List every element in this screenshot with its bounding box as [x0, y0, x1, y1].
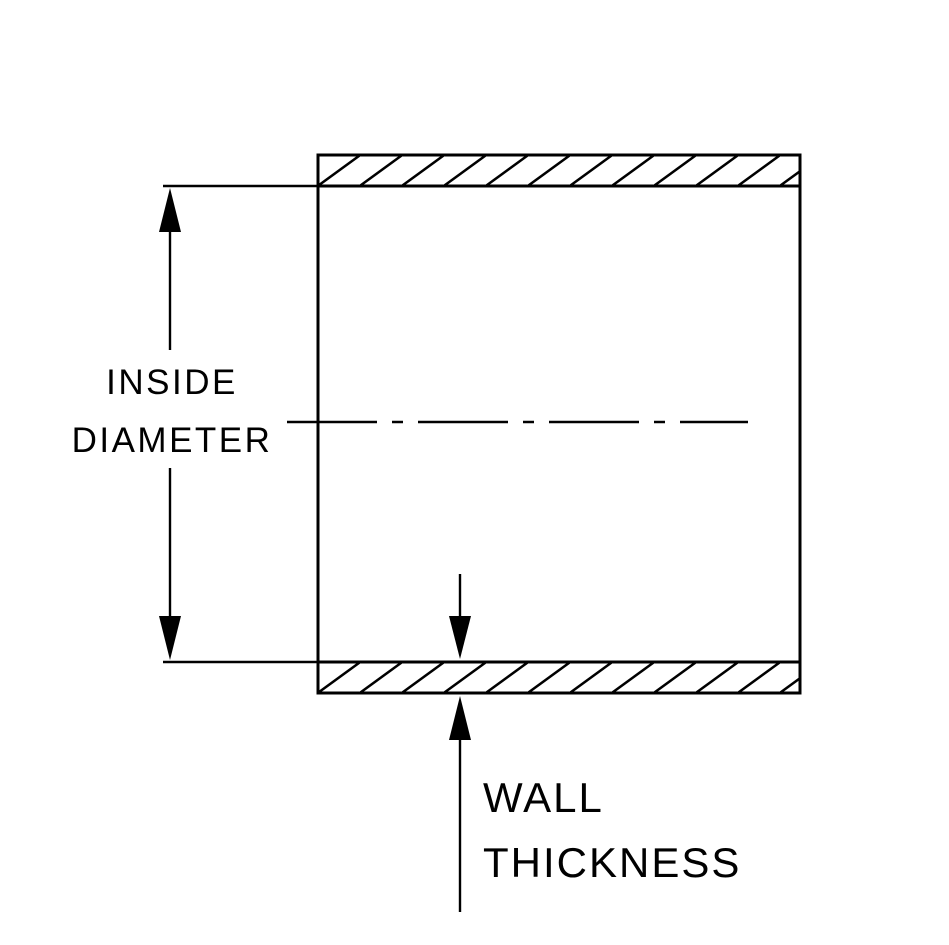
wall-thickness-arrow-down: [449, 616, 471, 659]
tube-cross-section: [287, 153, 802, 695]
dimension-arrow-top: [159, 188, 181, 232]
wall-thickness-label-line1: WALL: [483, 774, 604, 821]
inside-diameter-label-line1: INSIDE: [106, 363, 238, 402]
inside-diameter-label-line2: DIAMETER: [72, 421, 273, 460]
tube-top-wall-hatch: [318, 155, 800, 186]
wall-thickness-callout: WALL THICKNESS: [449, 574, 741, 912]
tube-bottom-wall-hatch: [318, 662, 800, 693]
wall-thickness-arrow-up: [449, 696, 471, 740]
tube-outline: [316, 153, 802, 695]
dimension-arrow-bottom: [159, 616, 181, 660]
inside-diameter-dimension: INSIDE DIAMETER: [72, 184, 318, 664]
wall-thickness-label-line2: THICKNESS: [483, 839, 741, 886]
